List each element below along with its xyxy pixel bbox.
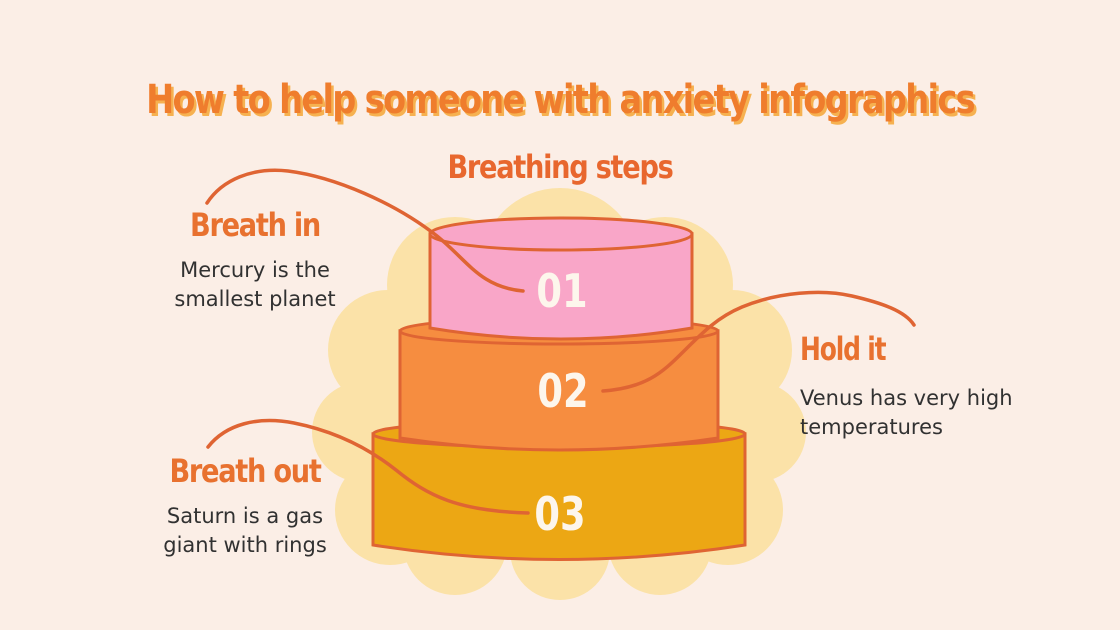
- step-description: Saturn is a gas giant with rings: [163, 504, 327, 557]
- connector-hold-it: [601, 290, 916, 393]
- tier-01-shape: [428, 216, 694, 341]
- connector-breath-out: [206, 418, 530, 515]
- step-label-breath-in: Breath in Mercury is the smallest planet: [120, 206, 390, 314]
- step-heading: Breath in: [190, 206, 321, 244]
- step-label-breath-out: Breath out Saturn is a gas giant with ri…: [110, 452, 380, 560]
- page-title: How to help someone with anxiety infogra…: [146, 77, 976, 123]
- step-heading: Breath out: [169, 452, 321, 490]
- tier-01-top: [428, 216, 694, 252]
- step-number-02: 02: [537, 364, 589, 418]
- step-number-01: 01: [536, 264, 588, 318]
- step-heading: Hold it: [800, 330, 887, 368]
- step-label-hold-it: Hold it Venus has very high temperatures: [800, 330, 1070, 442]
- connector-breath-in: [205, 168, 525, 293]
- diagram-subtitle: Breathing steps: [447, 148, 673, 186]
- step-description: Mercury is the smallest planet: [174, 258, 336, 311]
- step-description: Venus has very high temperatures: [800, 386, 1013, 439]
- step-number-03: 03: [534, 487, 586, 541]
